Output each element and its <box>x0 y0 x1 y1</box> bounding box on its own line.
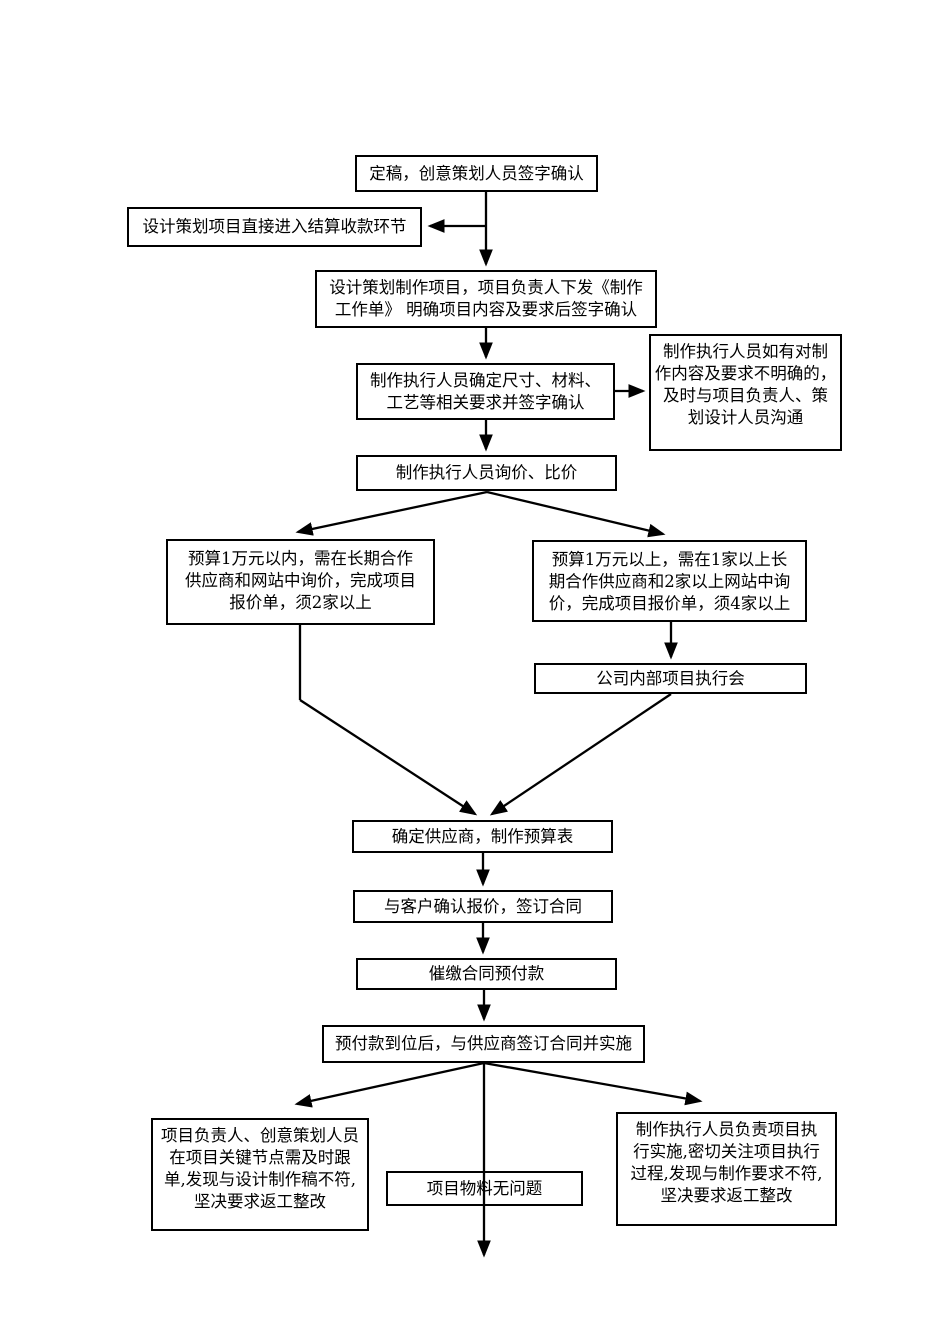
edge-split-to-execution <box>483 1061 703 1106</box>
node-final-draft: 定稿，创意策划人员签字确认 <box>355 155 598 192</box>
node-label: 定稿，创意策划人员签字确认 <box>369 163 584 183</box>
node-materials-ok: 项目物料无问题 <box>386 1171 583 1206</box>
node-settlement: 设计策划项目直接进入结算收款环节 <box>127 207 422 247</box>
node-label: 预付款到位后，与供应商签订合同并实施 <box>335 1034 632 1053</box>
node-line: 预算1万元以内，需在长期合作 <box>188 549 413 568</box>
node-line: 在项目关键节点需及时跟 <box>169 1148 351 1167</box>
node-confirm-specs: 制作执行人员确定尺寸、材料、 工艺等相关要求并签字确认 <box>356 363 615 420</box>
node-confirm-supplier: 确定供应商，制作预算表 <box>352 820 613 853</box>
node-budget-within: 预算1万元以内，需在长期合作 供应商和网站中询价，完成项目 报价单，须2家以上 <box>166 539 435 625</box>
node-line: 制作执行人员确定尺寸、材料、 <box>370 370 601 390</box>
node-work-order: 设计策划制作项目，项目负责人下发《制作 工作单》 明确项目内容及要求后签字确认 <box>315 270 657 328</box>
edge-merge-left <box>299 699 478 816</box>
node-prepayment: 催缴合同预付款 <box>356 958 617 990</box>
node-label: 项目物料无问题 <box>426 1178 543 1198</box>
node-client-contract: 与客户确认报价，签订合同 <box>353 890 613 923</box>
node-execution: 制作执行人员负责项目执 行实施,密切关注项目执行 过程,发现与制作要求不符, 坚… <box>616 1112 837 1226</box>
node-line: 期合作供应商和2家以上网站中询 <box>548 572 791 591</box>
node-line: 工作单》 明确项目内容及要求后签字确认 <box>334 300 638 319</box>
node-line: 工艺等相关要求并签字确认 <box>386 392 585 412</box>
node-label: 催缴合同预付款 <box>428 964 545 983</box>
node-line: 设计策划制作项目，项目负责人下发《制作 <box>329 278 643 297</box>
node-follow-up: 项目负责人、创意策划人员 在项目关键节点需及时跟 单,发现与设计制作稿不符, 坚… <box>151 1118 369 1231</box>
edge-inquiry-to-budget-within <box>295 490 488 536</box>
node-line: 划设计人员沟通 <box>687 408 804 427</box>
node-line: 项目负责人、创意策划人员 <box>161 1126 359 1145</box>
node-inquiry: 制作执行人员询价、比价 <box>356 455 617 491</box>
node-line: 制作执行人员负责项目执 <box>635 1120 818 1139</box>
node-line: 供应商和网站中询价，完成项目 <box>185 571 416 590</box>
node-internal-meeting: 公司内部项目执行会 <box>534 663 807 694</box>
node-line: 作内容及要求不明确的， <box>654 364 837 383</box>
node-line: 行实施,密切关注项目执行 <box>633 1142 820 1161</box>
node-line: 预算1万元以上，需在1家以上长 <box>551 550 788 569</box>
node-label: 设计策划项目直接进入结算收款环节 <box>142 217 407 236</box>
edge-merge-right <box>489 693 672 816</box>
node-line: 坚决要求返工整改 <box>194 1192 326 1211</box>
node-label: 与客户确认报价，签订合同 <box>384 896 582 916</box>
node-line: 报价单，须2家以上 <box>229 593 372 612</box>
node-line: 单,发现与设计制作稿不符, <box>164 1170 356 1189</box>
edge-inquiry-to-budget-above <box>486 490 666 538</box>
node-label: 确定供应商，制作预算表 <box>391 826 574 846</box>
node-line: 过程,发现与制作要求不符, <box>630 1164 823 1183</box>
edge-split-to-followup <box>294 1061 485 1108</box>
node-communicate: 制作执行人员如有对制 作内容及要求不明确的， 及时与项目负责人、策 划设计人员沟… <box>649 334 842 451</box>
node-line: 及时与项目负责人、策 <box>663 386 828 405</box>
node-line: 价，完成项目报价单，须4家以上 <box>548 594 791 613</box>
node-label: 制作执行人员询价、比价 <box>395 463 578 482</box>
node-budget-above: 预算1万元以上，需在1家以上长 期合作供应商和2家以上网站中询 价，完成项目报价… <box>532 540 807 622</box>
node-line: 制作执行人员如有对制 <box>663 342 828 361</box>
node-line: 坚决要求返工整改 <box>660 1186 793 1205</box>
node-supplier-contract: 预付款到位后，与供应商签订合同并实施 <box>322 1025 645 1063</box>
node-label: 公司内部项目执行会 <box>596 668 745 688</box>
